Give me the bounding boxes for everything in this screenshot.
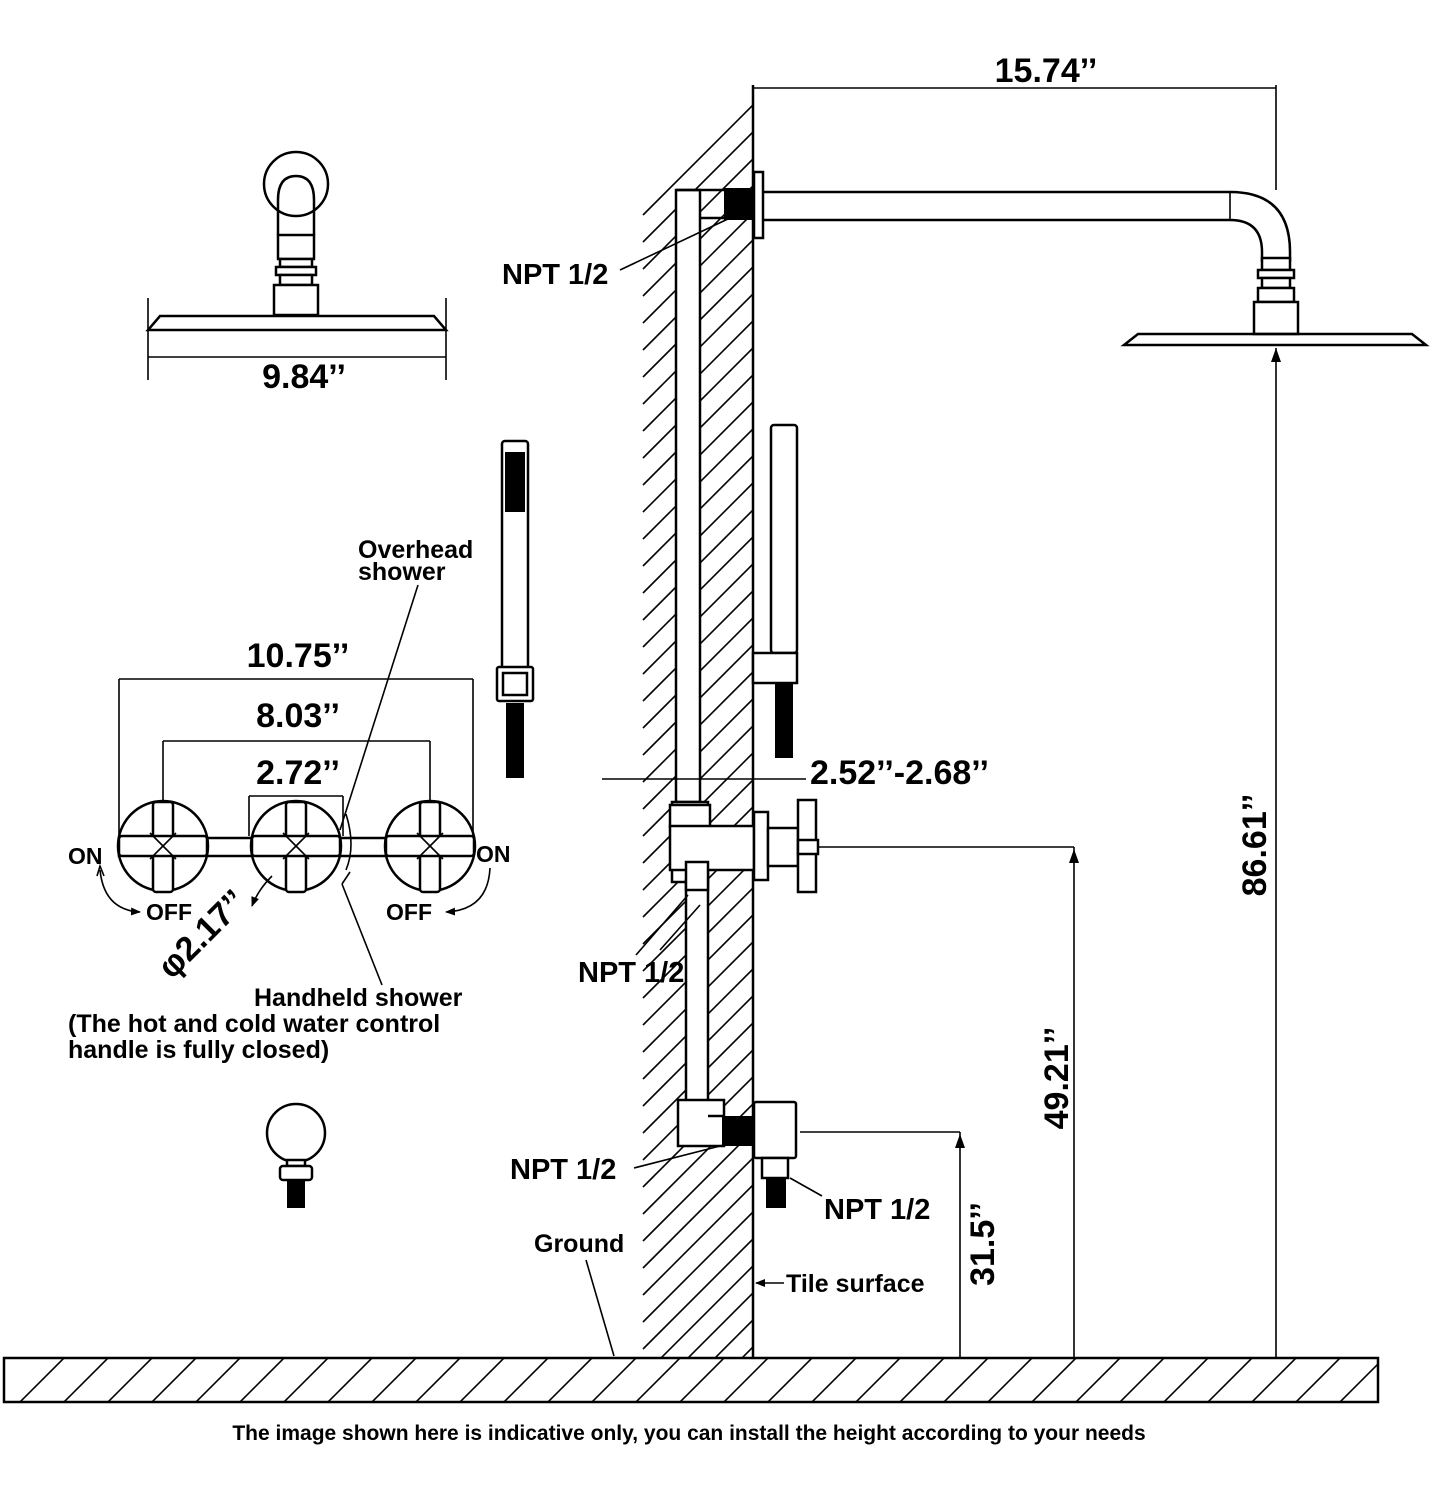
dim-handle-spacing: 8.03’’ xyxy=(256,697,340,735)
npt-middle-label: NPT 1/2 xyxy=(578,957,684,989)
leader-lines xyxy=(339,217,823,1357)
handle-note-line-2: handle is fully closed) xyxy=(68,1036,329,1064)
top-connector xyxy=(724,188,754,220)
npt-top-label: NPT 1/2 xyxy=(502,259,608,291)
dim-center-width: 2.72’’ xyxy=(256,754,340,792)
off-right-label: OFF xyxy=(386,899,432,925)
handheld-shower-side xyxy=(751,423,799,758)
dim-valve-height: 49.21’’ xyxy=(1038,1027,1076,1130)
off-left-label: OFF xyxy=(146,899,192,925)
valve-front-view xyxy=(96,799,491,916)
dim-outlet-height: 31.5’’ xyxy=(964,1202,1002,1286)
footer-note: The image shown here is indicative only,… xyxy=(232,1422,1145,1445)
handheld-shower-front-view xyxy=(495,439,535,778)
labels: 15.74’’ 9.84’’ 10.75’’ 8.03’’ 2.72’’ φ2.… xyxy=(68,52,1274,1445)
ground-floor xyxy=(2,1356,1380,1404)
dimension-lines xyxy=(118,85,1281,1358)
tile-surface-label: Tile surface xyxy=(786,1270,925,1298)
valve-side-view xyxy=(668,798,820,894)
dim-wall-depth: 2.52’’-2.68’’ xyxy=(810,754,989,792)
dim-shower-head-height: 86.61’’ xyxy=(1236,794,1274,897)
handle-note-line-1: (The hot and cold water control xyxy=(68,1010,440,1038)
on-right-label: ON xyxy=(476,841,511,867)
bottom-connector xyxy=(722,1116,754,1146)
ground-label: Ground xyxy=(534,1230,624,1258)
overhead-shower-front-view xyxy=(145,150,449,332)
wall-outlet-front-view xyxy=(265,1102,327,1208)
npt-bottom-left-label: NPT 1/2 xyxy=(510,1154,616,1186)
dim-valve-total-width: 10.75’’ xyxy=(247,637,350,675)
on-left-label: ON xyxy=(68,843,103,869)
ground-hatching xyxy=(19,1358,1378,1402)
overhead-shower-label-2: shower xyxy=(358,558,446,586)
overhead-shower-label-1: Overhead xyxy=(358,536,473,564)
handheld-shower-label: Handheld shower xyxy=(254,984,463,1012)
dim-arm-reach: 15.74’’ xyxy=(995,52,1098,90)
dim-head-diameter: 9.84’’ xyxy=(262,358,346,396)
wall-outlet-side xyxy=(752,1100,798,1208)
npt-bottom-right-label: NPT 1/2 xyxy=(824,1194,930,1226)
